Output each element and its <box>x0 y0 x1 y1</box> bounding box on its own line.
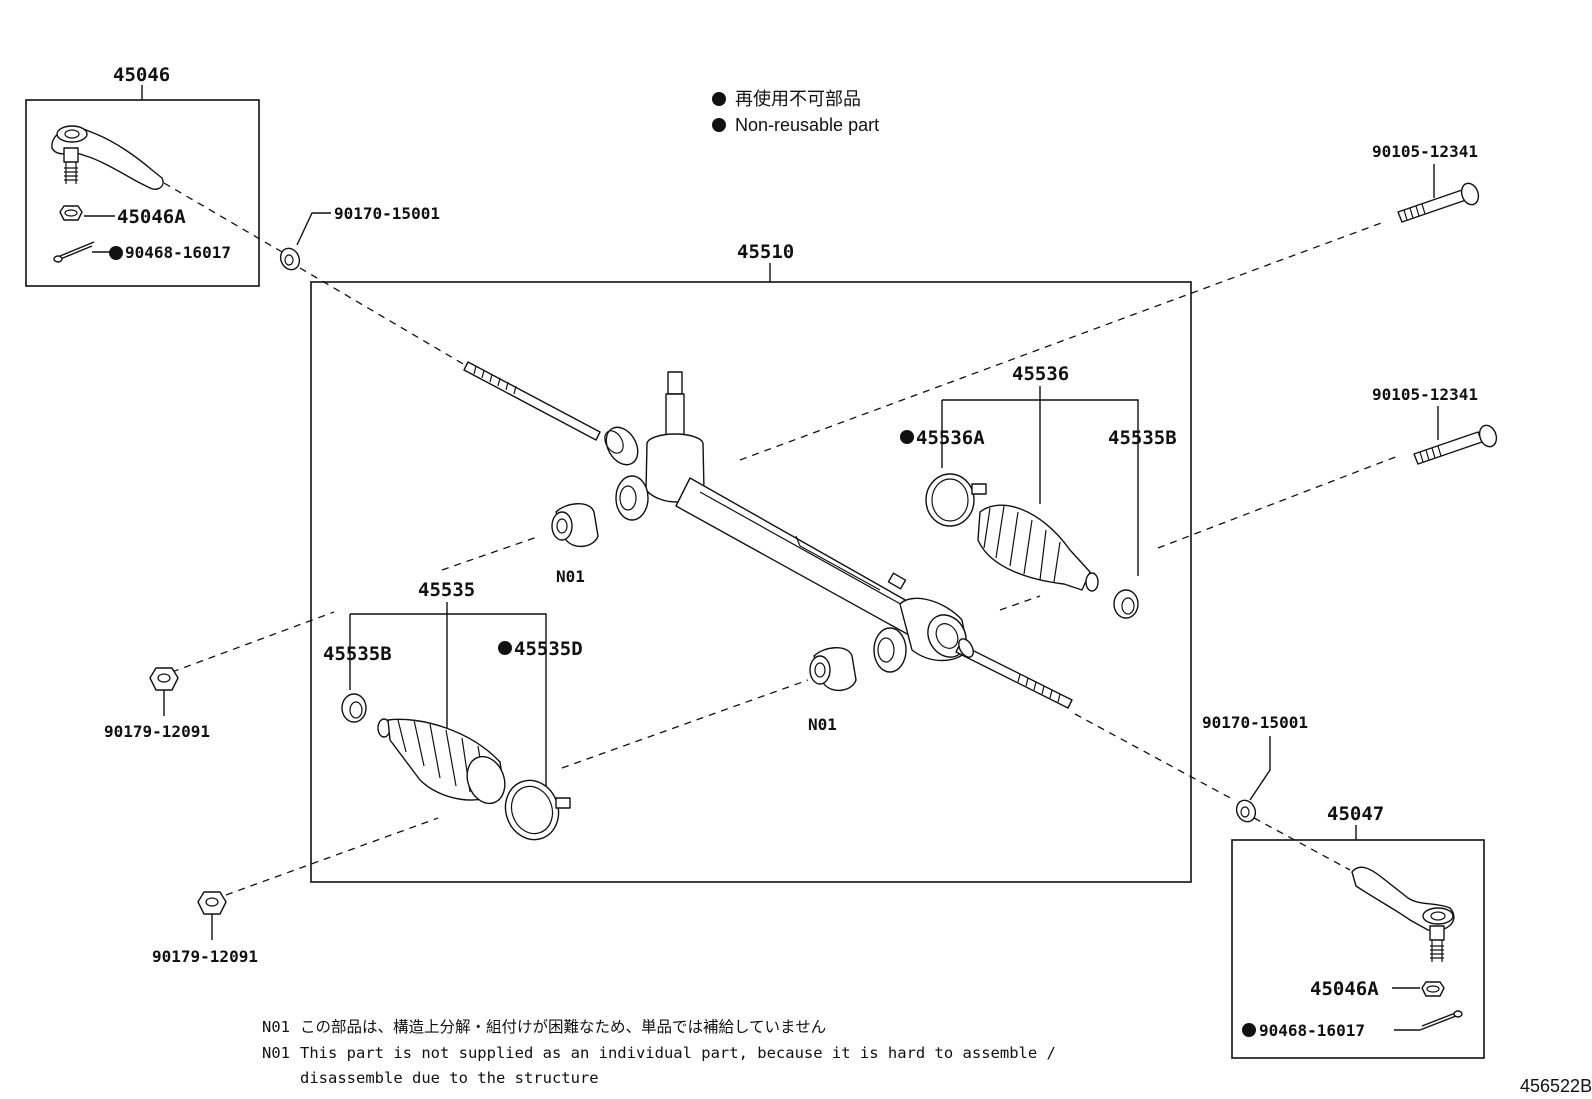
part-number-45047[interactable]: 45047 <box>1327 803 1384 825</box>
small-clamp-right-icon <box>1113 589 1139 619</box>
mount-bushing-N01-icon <box>809 647 857 691</box>
part-label-N01-lower[interactable]: N01 <box>808 715 837 734</box>
group-90105-top: 90105-12341 <box>1372 142 1480 223</box>
non-reusable-dot-icon <box>900 430 914 444</box>
box-45510 <box>310 281 1192 883</box>
non-reusable-dot-icon <box>1242 1023 1256 1037</box>
group-90170-top: 90170-15001 <box>279 204 440 271</box>
part-number-45536[interactable]: 45536 <box>1012 363 1069 385</box>
part-label-N01-upper[interactable]: N01 <box>556 567 585 586</box>
part-number-45046A-bot[interactable]: 45046A <box>1310 978 1379 1000</box>
part-number-90179-bot[interactable]: 90179-12091 <box>152 947 258 966</box>
legend: 再使用不可部品 Non-reusable part <box>712 89 879 135</box>
legend-jp: 再使用不可部品 <box>735 89 861 109</box>
group-45535: 45535 45535B 45535D <box>323 579 583 841</box>
group-90170-bot: 90170-15001 <box>1202 713 1308 823</box>
cotter-pin-icon <box>53 241 95 263</box>
group-N01-upper: N01 <box>551 503 599 586</box>
note-2-code: N01 <box>262 1044 290 1062</box>
part-number-45535D[interactable]: 45535D <box>514 638 583 660</box>
tie-rod-end-left-icon <box>51 125 164 190</box>
box-45046 <box>25 99 260 287</box>
part-number-45046A-top[interactable]: 45046A <box>117 206 186 228</box>
non-reusable-dot-icon <box>712 92 726 106</box>
note-2-text-line2: disassemble due to the structure <box>300 1069 599 1087</box>
non-reusable-dot-icon <box>109 246 123 260</box>
footnotes: N01 この部品は、構造上分解・組付けが困難なため、単品では補給していません N… <box>262 1018 1056 1087</box>
group-90179-top: 90179-12091 <box>104 667 210 741</box>
bolt-icon <box>1413 424 1498 465</box>
mount-bushing-N01-icon <box>551 503 599 547</box>
small-clamp-left-icon <box>341 693 367 723</box>
box-45047 <box>1231 839 1485 1059</box>
part-number-45536A[interactable]: 45536A <box>916 427 985 449</box>
part-number-90468-top[interactable]: 90468-16017 <box>125 243 231 262</box>
group-45047: 45047 45046A 90468-16017 <box>1231 803 1485 1059</box>
part-number-45535B-right[interactable]: 45535B <box>1108 427 1177 449</box>
diagram-id: 456522B <box>1520 1076 1592 1096</box>
part-number-90170-top[interactable]: 90170-15001 <box>334 204 440 223</box>
part-number-90170-bot[interactable]: 90170-15001 <box>1202 713 1308 732</box>
note-1-code: N01 <box>262 1018 290 1036</box>
boot-clamp-icon <box>504 779 571 841</box>
group-N01-lower: N01 <box>808 647 857 734</box>
part-number-90105-top[interactable]: 90105-12341 <box>1372 142 1478 161</box>
part-number-45535[interactable]: 45535 <box>418 579 475 601</box>
tie-rod-end-right-icon <box>1351 866 1455 962</box>
non-reusable-dot-icon <box>712 118 726 132</box>
group-90105-mid: 90105-12341 <box>1372 385 1498 465</box>
bolt-icon <box>1397 182 1480 223</box>
steering-rack-assembly-icon <box>463 361 1073 709</box>
steering-boot-left-icon <box>377 718 506 805</box>
part-number-90179-top[interactable]: 90179-12091 <box>104 722 210 741</box>
note-2-text-line1: This part is not supplied as an individu… <box>300 1044 1056 1062</box>
nut-45046A-icon <box>59 205 83 221</box>
boot-clamp-icon <box>925 473 987 527</box>
nut-45046A-icon <box>1421 981 1445 997</box>
nut-icon <box>149 667 179 691</box>
part-number-90468-bot[interactable]: 90468-16017 <box>1259 1021 1365 1040</box>
part-number-45046[interactable]: 45046 <box>113 64 170 86</box>
group-90179-bot: 90179-12091 <box>152 891 258 966</box>
cotter-pin-icon <box>1419 1010 1463 1031</box>
group-45536: 45536 45536A 45535B <box>900 363 1177 619</box>
part-number-45535B-left[interactable]: 45535B <box>323 643 392 665</box>
bushing-icon <box>279 247 301 271</box>
assembly-lines <box>163 182 1399 896</box>
group-45046: 45046 45046A 90468-16017 <box>25 64 260 287</box>
part-number-90105-mid[interactable]: 90105-12341 <box>1372 385 1478 404</box>
note-1-text: この部品は、構造上分解・組付けが困難なため、単品では補給していません <box>300 1018 826 1036</box>
bushing-icon <box>1235 799 1257 823</box>
non-reusable-dot-icon <box>498 641 512 655</box>
legend-en: Non-reusable part <box>735 115 879 135</box>
nut-icon <box>197 891 227 915</box>
part-number-45510[interactable]: 45510 <box>737 241 794 263</box>
steering-boot-right-icon <box>977 504 1099 592</box>
